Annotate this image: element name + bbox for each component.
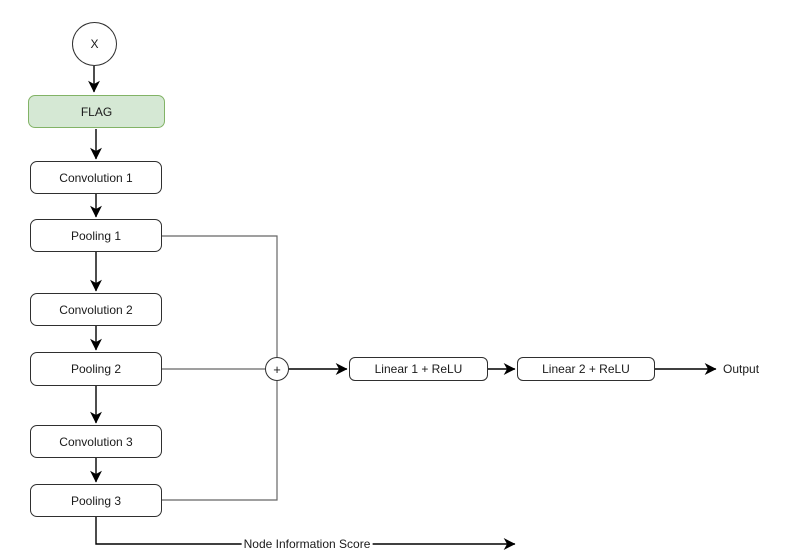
skip-pool1-to-sum [162,235,278,357]
node-pooling-2: Pooling 2 [30,352,162,386]
skip-pool3-to-sum [162,381,278,501]
node-convolution-1: Convolution 1 [30,161,162,194]
node-convolution-2: Convolution 2 [30,293,162,326]
node-input-x: X [72,22,117,66]
node-sum-plus: + [265,357,289,381]
edge-pool3-node-information-score [95,517,516,550]
node-linear-2-relu: Linear 2 + ReLU [517,357,655,381]
node-pooling-1: Pooling 1 [30,219,162,252]
node-pooling-3: Pooling 3 [30,484,162,517]
node-flag: FLAG [28,95,165,128]
node-convolution-3: Convolution 3 [30,425,162,458]
node-linear-1-relu: Linear 1 + ReLU [349,357,488,381]
label-output: Output [723,362,760,376]
label-node-information-score: Node Information Score [241,537,373,551]
